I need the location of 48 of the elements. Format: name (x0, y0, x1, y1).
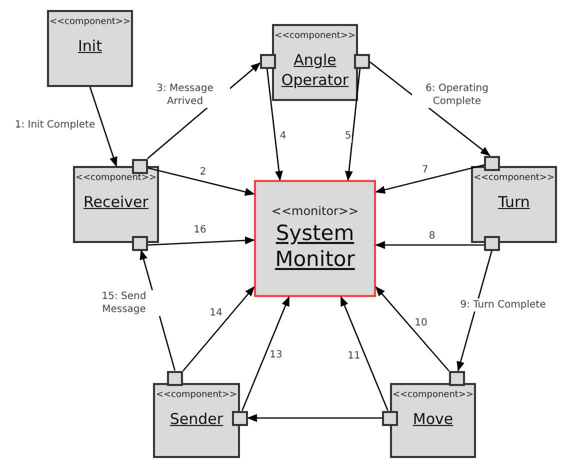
component-box (390, 383, 476, 458)
port-square (167, 370, 183, 386)
component-name: Turn (498, 192, 530, 212)
edge-label: 5 (344, 130, 352, 142)
edge-label: 1: Init Complete (14, 118, 96, 132)
component-name: Sender (170, 409, 224, 429)
arrow (148, 236, 255, 246)
arrow (375, 164, 484, 194)
component-name: System Monitor (274, 220, 356, 272)
component-name: Receiver (84, 192, 148, 212)
stereotype-text: <<component>> (274, 30, 356, 42)
port-square (132, 158, 148, 174)
arrow (247, 414, 382, 422)
stereotype-text: <<component>> (75, 172, 157, 184)
stereotype-text: <<component>> (392, 389, 474, 401)
arrow (266, 68, 283, 181)
stereotype-text: <<monitor>> (271, 203, 359, 220)
arrow (456, 250, 492, 372)
arrow (375, 286, 450, 372)
port-square (232, 410, 248, 426)
component-box (73, 166, 159, 243)
component-box (272, 24, 358, 101)
arrow (148, 167, 255, 196)
port-square (354, 54, 370, 68)
stereotype-text: <<component>> (49, 16, 131, 28)
port-square (260, 54, 276, 68)
arrow (340, 296, 388, 411)
component-box (471, 166, 557, 243)
port-square (484, 156, 500, 170)
stereotype-text: <<component>> (156, 389, 238, 401)
component-name: Init (78, 36, 102, 56)
component-name: Move (412, 409, 454, 429)
monitor-box (254, 180, 376, 297)
arrow (182, 286, 255, 372)
component-box (47, 10, 133, 87)
edge-label: 9: Turn Complete (459, 298, 547, 312)
port-square (132, 236, 148, 250)
stereotype-text: <<component>> (473, 172, 555, 184)
component-name: Angle Operator (280, 50, 350, 90)
arrow (344, 68, 361, 181)
port-square (484, 236, 500, 250)
arrow (242, 296, 290, 411)
port-square (449, 370, 465, 386)
edge-label: 10 (414, 316, 428, 330)
arrow (375, 241, 484, 249)
port-square (382, 410, 398, 426)
arrow (89, 86, 118, 167)
component-box (153, 383, 240, 458)
